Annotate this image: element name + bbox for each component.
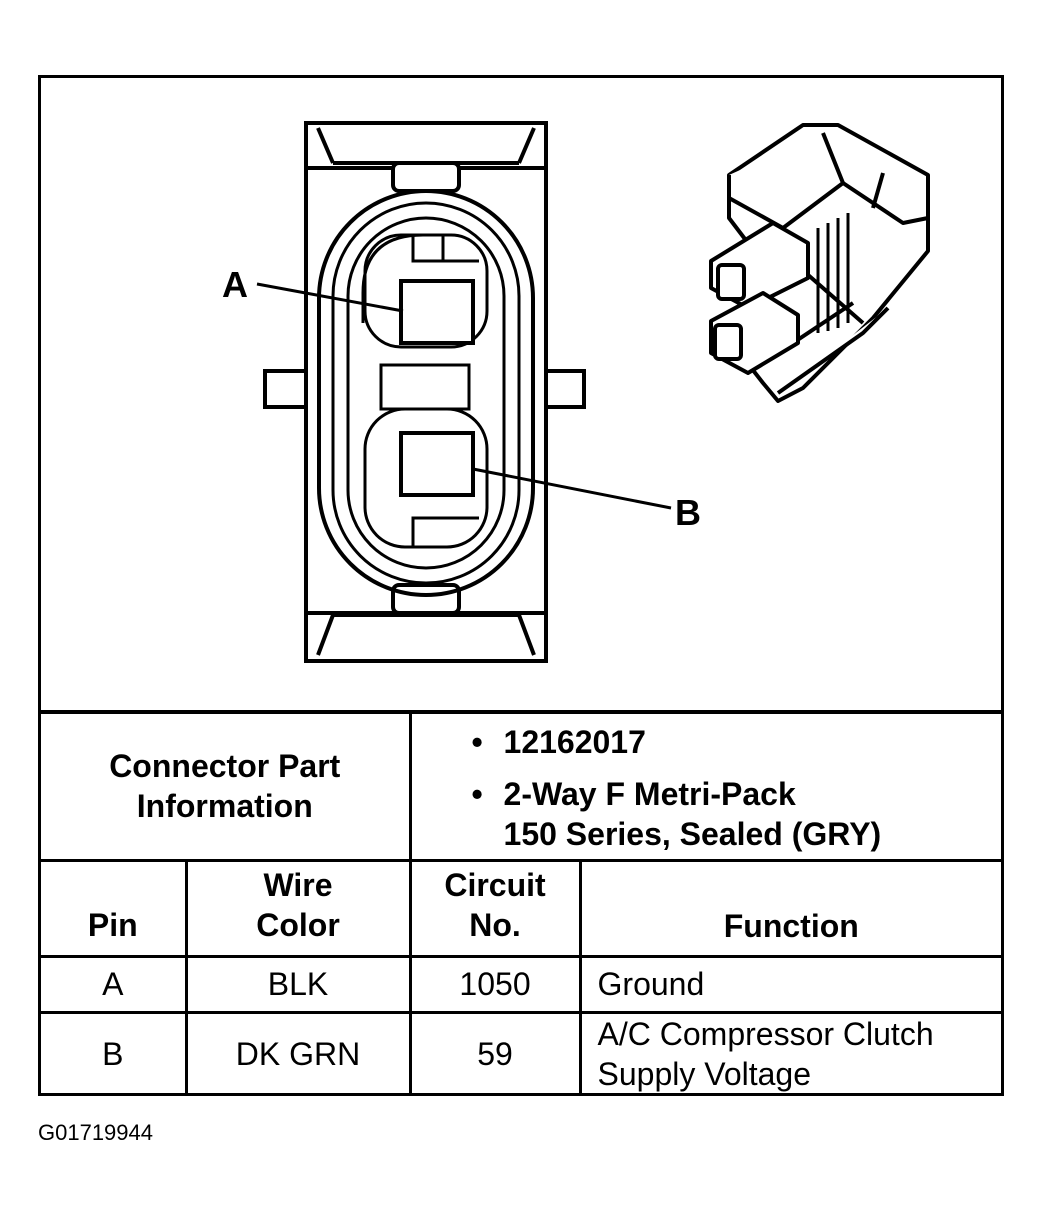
- connector-info-label: Connector Part Information: [41, 710, 412, 862]
- connector-face-view: [263, 121, 586, 663]
- connector-info-table: Connector Part Information • 12162017 • …: [41, 710, 1002, 1095]
- function-line2: Supply Voltage: [597, 1056, 812, 1093]
- connector-perspective-view: [709, 123, 930, 403]
- connector-info-label-line2: Information: [136, 788, 313, 825]
- wire-color-header-line1: Wire: [263, 866, 333, 903]
- bullet-icon: •: [471, 776, 483, 812]
- leader-lines: [256, 282, 672, 510]
- pin-cell: B: [41, 1010, 188, 1095]
- function-cell: Ground: [578, 954, 1002, 1014]
- table-row: A BLK 1050 Ground: [41, 954, 1002, 1014]
- function-line1: A/C Compressor Clutch: [597, 1016, 934, 1053]
- circuit-cell: 59: [408, 1010, 582, 1095]
- wire-color-header: Wire Color: [184, 858, 412, 958]
- table-header-row: Pin Wire Color Circuit No. Function: [41, 858, 1002, 958]
- part-number-item: • 12162017: [472, 722, 1002, 762]
- wire-color-cell: DK GRN: [184, 1010, 412, 1095]
- connector-info-label-line1: Connector Part: [109, 748, 341, 785]
- circuit-header-line2: No.: [469, 906, 521, 943]
- connector-diagram: A B: [222, 121, 930, 663]
- function-cell: A/C Compressor Clutch Supply Voltage: [578, 1010, 1002, 1095]
- connector-info-row: Connector Part Information • 12162017 • …: [41, 710, 1002, 862]
- bullet-icon: •: [471, 724, 483, 760]
- connector-type-item: • 2-Way F Metri-Pack 150 Series, Sealed …: [472, 774, 1002, 854]
- wire-color-header-line2: Color: [256, 906, 340, 943]
- pin-cell: A: [41, 954, 188, 1014]
- function-line1: Ground: [597, 966, 705, 1002]
- pin-b-label: B: [675, 492, 701, 533]
- pin-a-label: A: [222, 264, 248, 305]
- figure-id: G01719944: [38, 1120, 153, 1145]
- connector-type-line2: 150 Series, Sealed (GRY): [503, 816, 882, 852]
- function-header: Function: [578, 858, 1002, 958]
- circuit-header: Circuit No.: [408, 858, 582, 958]
- table-row: B DK GRN 59 A/C Compressor Clutch Supply…: [41, 1010, 1002, 1095]
- part-number: 12162017: [503, 724, 646, 760]
- circuit-header-line1: Circuit: [444, 866, 546, 903]
- wire-color-cell: BLK: [184, 954, 412, 1014]
- circuit-cell: 1050: [408, 954, 582, 1014]
- diagram-frame: A B Connector Par: [38, 75, 1004, 1096]
- connector-info-values: • 12162017 • 2-Way F Metri-Pack 150 Seri…: [408, 710, 1002, 862]
- pin-header: Pin: [41, 858, 188, 958]
- connector-type-line1: 2-Way F Metri-Pack: [503, 776, 796, 812]
